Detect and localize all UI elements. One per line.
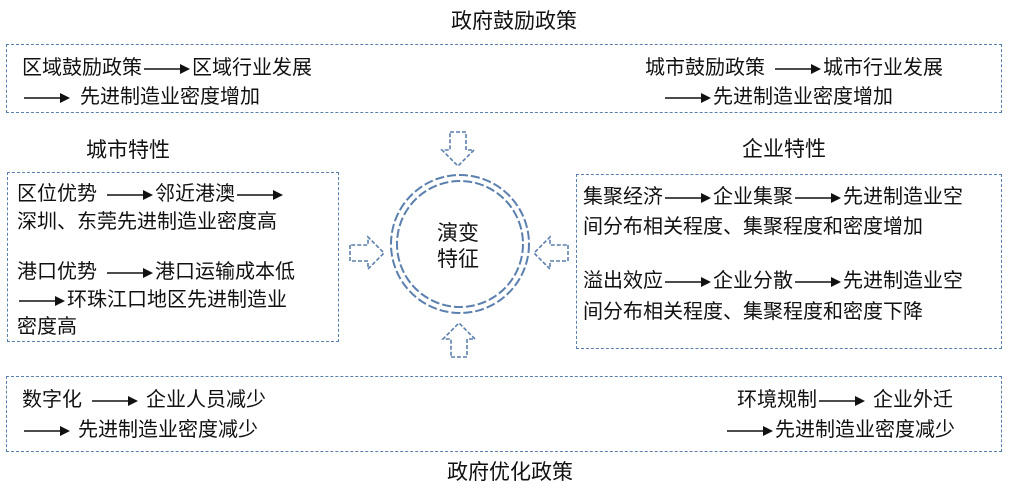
- enterprise-title: 企业特性: [742, 137, 826, 161]
- city-port-c: 环珠江口地区先进制造业: [67, 287, 287, 311]
- city-box: [7, 172, 339, 342]
- bottom-right-line1: 环境规制 企业外迁: [737, 386, 953, 412]
- bottom-policy-box: [6, 376, 1002, 452]
- bottom-left-a: 数字化: [22, 387, 82, 411]
- top-left-c: 先进制造业密度增加: [80, 84, 260, 108]
- arrow-right-icon: [24, 425, 70, 437]
- city-port-line1: 港口优势 港口运输成本低: [17, 258, 295, 284]
- arrow-right-icon: [107, 189, 153, 201]
- bottom-left-line2: 先进制造业密度减少: [22, 416, 258, 442]
- ent-spill-a: 溢出效应: [583, 268, 663, 292]
- ent-spill-c: 先进制造业空: [843, 268, 963, 292]
- city-port-b: 港口运输成本低: [155, 259, 295, 283]
- city-loc-line1: 区位优势 邻近港澳: [17, 180, 285, 206]
- center-label-line1: 演变: [437, 221, 479, 245]
- arrow-right-icon: [727, 425, 773, 437]
- bottom-right-a: 环境规制: [737, 387, 817, 411]
- hollow-arrow-left-icon: [532, 235, 569, 271]
- ent-spill-line1: 溢出效应 企业分散 先进制造业空: [583, 267, 963, 293]
- ent-agg-a: 集聚经济: [583, 184, 663, 208]
- ent-agg-line2: 间分布相关程度、集聚程度和密度增加: [583, 214, 923, 238]
- top-title: 政府鼓励政策: [451, 9, 577, 33]
- arrow-right-icon: [665, 192, 711, 204]
- arrow-right-icon: [795, 192, 841, 204]
- arrow-right-icon: [107, 267, 153, 279]
- bottom-left-c: 先进制造业密度减少: [78, 417, 258, 441]
- top-left-line1: 区域鼓励政策 区域行业发展: [22, 54, 312, 80]
- center-label-line2: 特征: [437, 247, 479, 271]
- city-port-line3: 密度高: [17, 314, 77, 338]
- top-left-a: 区域鼓励政策: [22, 55, 142, 79]
- ent-agg-c: 先进制造业空: [843, 184, 963, 208]
- arrow-right-icon: [92, 395, 138, 407]
- arrow-right-icon: [24, 92, 70, 104]
- city-port-a: 港口优势: [17, 259, 97, 283]
- arrow-right-icon: [144, 63, 190, 75]
- arrow-right-icon: [237, 189, 283, 201]
- arrow-right-icon: [775, 63, 821, 75]
- bottom-left-line1: 数字化 企业人员减少: [22, 386, 266, 412]
- bottom-right-c: 先进制造业密度减少: [775, 417, 955, 441]
- ent-spill-b: 企业分散: [713, 268, 793, 292]
- evolution-circle: [390, 174, 530, 314]
- arrow-right-icon: [665, 276, 711, 288]
- top-right-line1: 城市鼓励政策 城市行业发展: [645, 54, 943, 80]
- top-right-a: 城市鼓励政策: [645, 55, 765, 79]
- top-left-line2: 先进制造业密度增加: [22, 83, 260, 109]
- city-title: 城市特性: [86, 138, 170, 162]
- city-port-line2: 环珠江口地区先进制造业: [17, 286, 287, 312]
- arrow-right-icon: [665, 92, 711, 104]
- bottom-right-b: 企业外迁: [873, 387, 953, 411]
- enterprise-box: [576, 174, 1002, 349]
- bottom-left-b: 企业人员减少: [146, 387, 266, 411]
- city-loc-line2: 深圳、东莞先进制造业密度高: [17, 209, 277, 233]
- arrow-right-icon: [795, 276, 841, 288]
- hollow-arrow-right-icon: [349, 235, 386, 271]
- top-right-c: 先进制造业密度增加: [713, 84, 893, 108]
- ent-spill-line2: 间分布相关程度、集聚程度和密度下降: [583, 299, 923, 323]
- top-left-b: 区域行业发展: [192, 55, 312, 79]
- city-loc-a: 区位优势: [17, 181, 97, 205]
- bottom-right-line2: 先进制造业密度减少: [725, 416, 955, 442]
- hollow-arrow-up-icon: [441, 321, 477, 358]
- ent-agg-b: 企业集聚: [713, 184, 793, 208]
- city-loc-b: 邻近港澳: [155, 181, 235, 205]
- bottom-title: 政府优化政策: [447, 460, 573, 484]
- top-policy-box: [6, 44, 1002, 113]
- top-right-line2: 先进制造业密度增加: [663, 83, 893, 109]
- top-right-b: 城市行业发展: [823, 55, 943, 79]
- arrow-right-icon: [819, 395, 865, 407]
- ent-agg-line1: 集聚经济 企业集聚 先进制造业空: [583, 183, 963, 209]
- hollow-arrow-down-icon: [440, 131, 476, 168]
- arrow-right-icon: [19, 295, 65, 307]
